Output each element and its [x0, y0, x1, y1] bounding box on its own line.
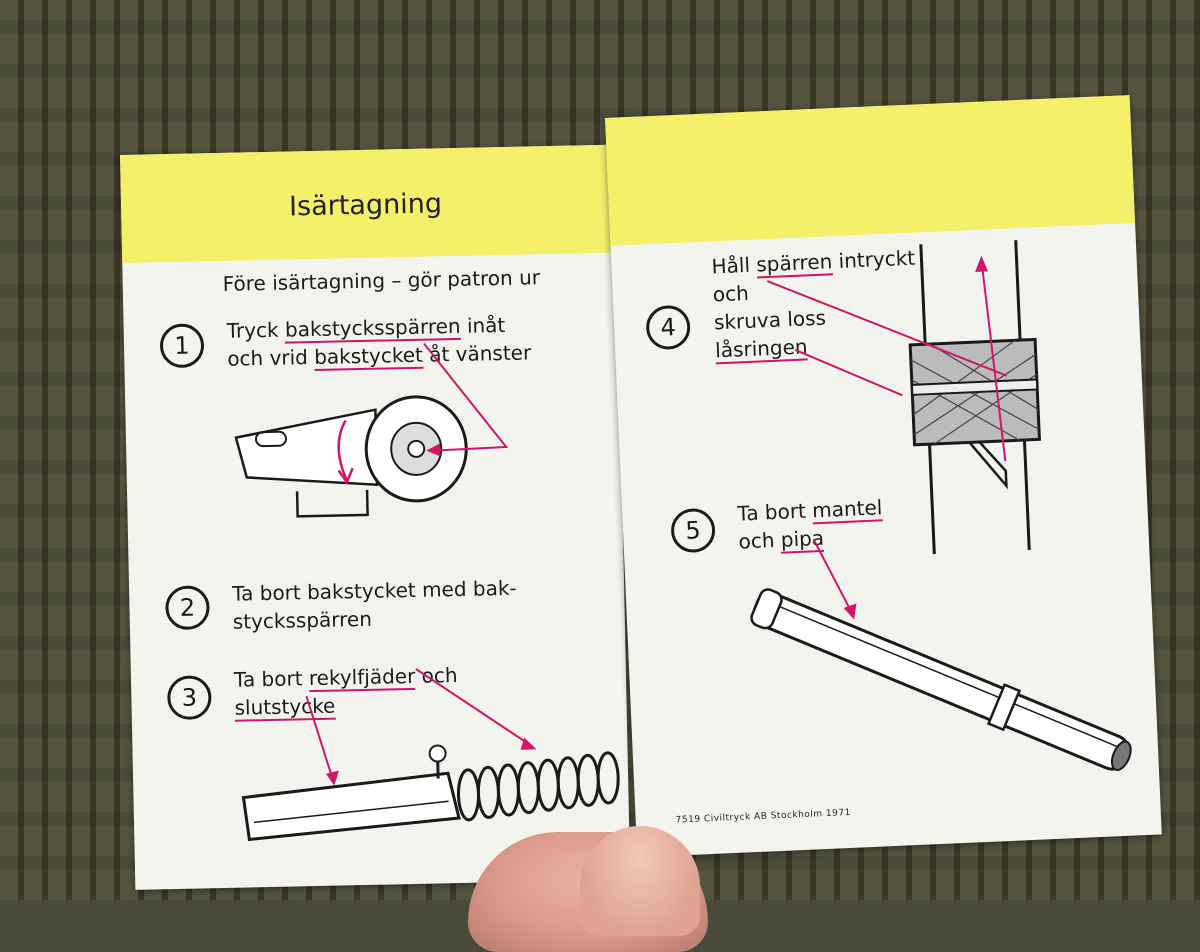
step-4-line-2: och — [712, 280, 749, 308]
step-5-line-2: och pipa — [738, 525, 825, 555]
breech-cap-illustration — [225, 386, 558, 533]
step-3-line-1: Ta bort rekylfjäder och — [234, 662, 458, 693]
barrel-pipe-illustration — [735, 565, 1144, 802]
step-1-line-2: och vrid bakstycket åt vänster — [227, 339, 531, 371]
step-2-line-1: Ta bort bakstycket med bak- — [232, 575, 517, 607]
thumb-tip — [580, 826, 700, 936]
step-3-line-2: slutstycke — [234, 693, 335, 721]
step-number-5: 5 — [670, 508, 716, 554]
intro-text: Före isärtagning – gör patron ur — [222, 264, 540, 297]
step-number-4: 4 — [645, 305, 691, 351]
yellow-header-band-right — [605, 95, 1135, 246]
step-2-line-2: stycksspärren — [233, 606, 373, 635]
booklet-left-page: Isärtagning Före isärtagning – gör patro… — [120, 145, 630, 890]
step-1-line-1: Tryck bakstycksspärren inåt — [226, 312, 505, 344]
step-5-line-1: Ta bort mantel — [737, 494, 883, 526]
booklet-right-page: Håll spärren intryckt 4 och skruva loss … — [605, 95, 1162, 857]
page-title: Isärtagning — [289, 188, 442, 222]
step-number-1: 1 — [160, 323, 205, 368]
step-number-3: 3 — [167, 675, 212, 720]
step-4-pointer-lines — [762, 265, 1017, 406]
printer-footer: 7519 Civiltryck AB Stockholm 1971 — [675, 808, 851, 826]
step-number-2: 2 — [165, 585, 210, 630]
